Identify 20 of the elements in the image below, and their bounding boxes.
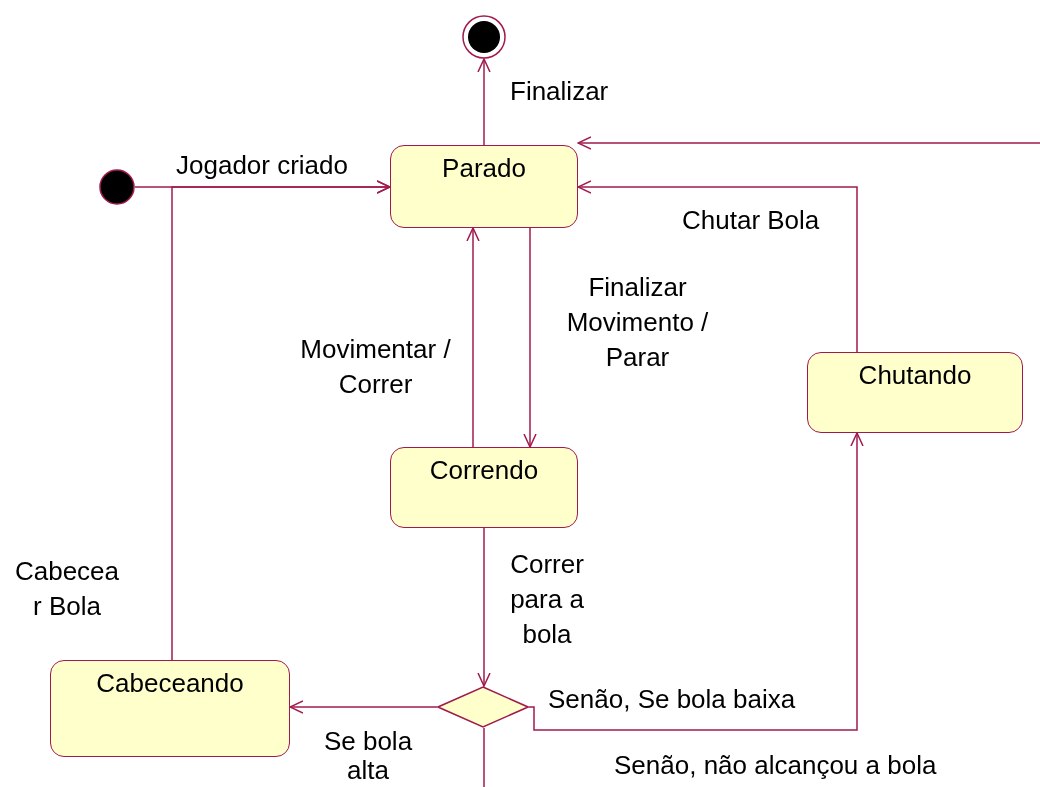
state-box xyxy=(807,352,1023,433)
state-box xyxy=(50,660,290,757)
final-state xyxy=(462,15,506,59)
initial-state xyxy=(99,169,135,205)
transition-arrow xyxy=(477,58,491,146)
state-name: Chutando xyxy=(858,359,972,391)
state-name: Cabeceando xyxy=(96,667,244,699)
state-name: Correndo xyxy=(429,454,539,486)
transition-arrow xyxy=(466,227,480,448)
transition-arrow xyxy=(483,136,1040,787)
state-box xyxy=(390,145,578,228)
decision-diamond xyxy=(437,686,529,728)
transition-arrow xyxy=(477,527,491,687)
state-box xyxy=(390,447,578,528)
transition-arrow xyxy=(528,432,864,731)
state-name: Parado xyxy=(442,152,526,184)
transition-arrow xyxy=(171,180,391,661)
transition-arrow xyxy=(289,700,438,714)
transition-arrow xyxy=(577,180,858,353)
transition-arrow xyxy=(523,227,537,448)
